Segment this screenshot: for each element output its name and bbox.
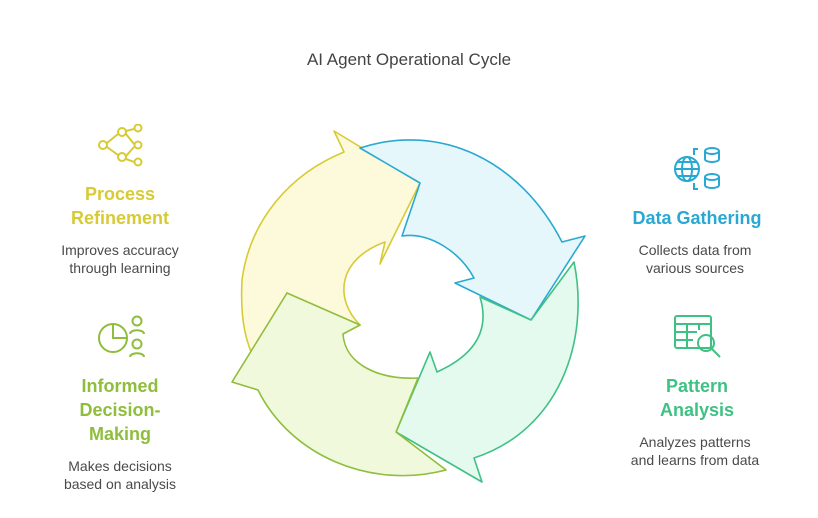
data-gathering-heading: Data Gathering bbox=[632, 208, 762, 228]
arrow-informed-decision bbox=[231, 292, 447, 477]
diagram-title: AI Agent Operational Cycle bbox=[306, 50, 512, 69]
informed-decision-heading: Informed Decision- Making bbox=[79, 376, 161, 444]
arrow-data-gathering bbox=[359, 139, 586, 321]
globe-database-icon bbox=[672, 145, 724, 198]
process-refinement-heading: Process Refinement bbox=[70, 184, 169, 228]
pattern-analysis-heading: Pattern Analysis bbox=[659, 376, 735, 420]
data-gathering-description: Collects data from various sources bbox=[638, 242, 752, 276]
arrow-pattern-analysis bbox=[395, 261, 579, 483]
pie-chart-people-icon bbox=[97, 314, 147, 365]
pattern-analysis-description: Analyzes patterns and learns from data bbox=[630, 434, 760, 468]
process-refinement-description: Improves accuracy through learning bbox=[61, 242, 179, 276]
share-nodes-icon bbox=[97, 123, 145, 173]
table-search-icon bbox=[673, 314, 723, 365]
informed-decision-description: Makes decisions based on analysis bbox=[63, 458, 177, 492]
